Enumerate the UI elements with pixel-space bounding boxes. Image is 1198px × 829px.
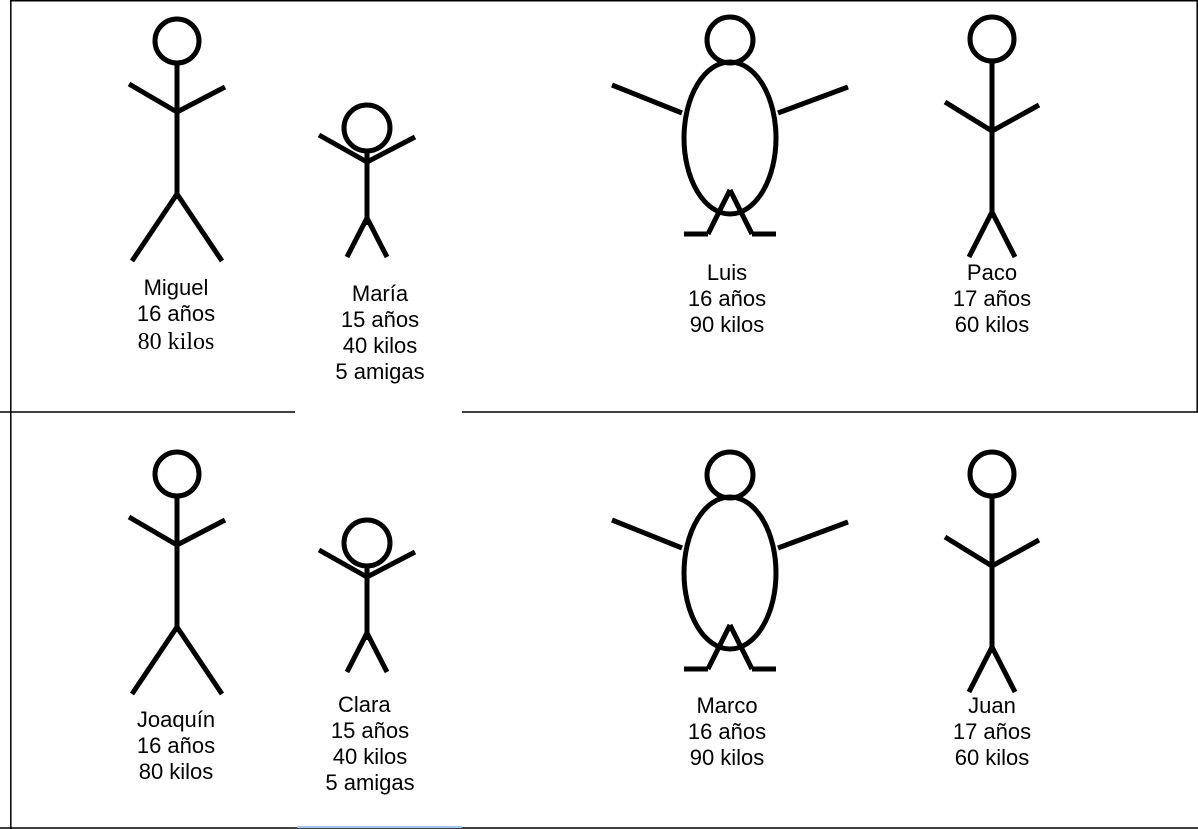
limb-line (317, 547, 369, 580)
limb-line (174, 192, 225, 263)
person-name: Clara (338, 692, 391, 717)
person-age: 17 años (952, 286, 1032, 311)
person-label-clara: Clara 15 años 40 kilos 5 amigas (280, 692, 460, 796)
stick-figure-juan (943, 449, 1041, 694)
person-name: Joaquín (136, 707, 216, 732)
body-oval (681, 494, 779, 652)
head-circle (152, 449, 202, 499)
limb-line (943, 534, 994, 569)
person-age: 17 años (952, 719, 1032, 744)
stick-figure-clara (317, 517, 417, 674)
person-name: Paco (966, 260, 1018, 285)
limb-line (129, 625, 180, 696)
limb-line (127, 514, 179, 548)
person-weight: 40 kilos (332, 744, 408, 769)
person-weight: 90 kilos (689, 312, 765, 337)
person-name: María (351, 281, 409, 306)
head-circle (967, 14, 1017, 64)
person-label-paco: Paco 17 años 60 kilos (902, 260, 1082, 338)
head-circle (341, 102, 393, 154)
person-label-juan: Juan 17 años 60 kilos (902, 693, 1082, 771)
person-weight: 90 kilos (689, 745, 765, 770)
limb-line (990, 537, 1041, 569)
person-label-luis: Luis 16 años 90 kilos (637, 260, 817, 338)
limb-line (174, 625, 225, 696)
limb-line (705, 188, 733, 236)
person-age: 16 años (136, 733, 216, 758)
person-weight: 60 kilos (954, 745, 1030, 770)
head-circle (704, 14, 756, 66)
limb-line (317, 132, 369, 165)
person-weight: 40 kilos (342, 333, 418, 358)
person-label-maria: María 15 años 40 kilos 5 amigas (290, 281, 470, 385)
person-friends: 5 amigas (325, 770, 415, 795)
limb-line (943, 99, 994, 134)
limb-line (175, 517, 227, 548)
limb-line (611, 82, 683, 116)
limb-line (365, 134, 417, 165)
stick-figure-luis (611, 14, 849, 237)
limb-line (989, 210, 1018, 259)
limb-line (989, 645, 1018, 694)
head-circle (967, 449, 1017, 499)
stick-figure-marco (611, 449, 849, 672)
person-label-miguel: Miguel 16 años 80 kilos (86, 275, 266, 357)
person-age: 16 años (687, 719, 767, 744)
limb-line (705, 623, 733, 671)
body-oval (681, 59, 779, 217)
limb-line (777, 519, 849, 551)
person-friends: 5 amigas (335, 359, 425, 384)
person-age: 16 años (136, 301, 216, 326)
limb-line (364, 216, 390, 259)
limb-line (990, 102, 1041, 134)
limb-line (365, 549, 417, 580)
stick-figures (127, 14, 1041, 696)
limb-line (127, 81, 179, 115)
stick-figure-maría (317, 102, 417, 259)
limb-line (175, 84, 227, 115)
limb-line (727, 188, 755, 236)
stick-figure-joaquín (127, 449, 227, 696)
head-circle (341, 517, 393, 569)
limb-line (966, 645, 995, 694)
person-age: 15 años (330, 718, 410, 743)
person-age: 16 años (687, 286, 767, 311)
head-circle (152, 16, 202, 66)
cell-divider-marks (295, 411, 462, 828)
person-age: 15 años (340, 307, 420, 332)
person-label-joaquin: Joaquín 16 años 80 kilos (86, 707, 266, 785)
limb-line (777, 84, 849, 116)
limb-line (727, 623, 755, 671)
person-name: Luis (706, 260, 748, 285)
person-name: Miguel (143, 275, 209, 300)
person-weight: 60 kilos (954, 312, 1030, 337)
limb-line (966, 210, 995, 259)
person-name: Juan (968, 693, 1016, 718)
stick-figure-paco (943, 14, 1041, 259)
head-circle (704, 449, 756, 501)
limb-line (129, 192, 180, 263)
limb-line (344, 216, 370, 259)
person-name: Marco (696, 693, 758, 718)
person-label-marco: Marco 16 años 90 kilos (637, 693, 817, 771)
stick-figure-miguel (127, 16, 227, 263)
limb-line (611, 517, 683, 551)
person-weight: 80 kilos (137, 329, 215, 355)
person-weight: 80 kilos (138, 759, 214, 784)
limb-line (364, 631, 390, 674)
limb-line (344, 631, 370, 674)
